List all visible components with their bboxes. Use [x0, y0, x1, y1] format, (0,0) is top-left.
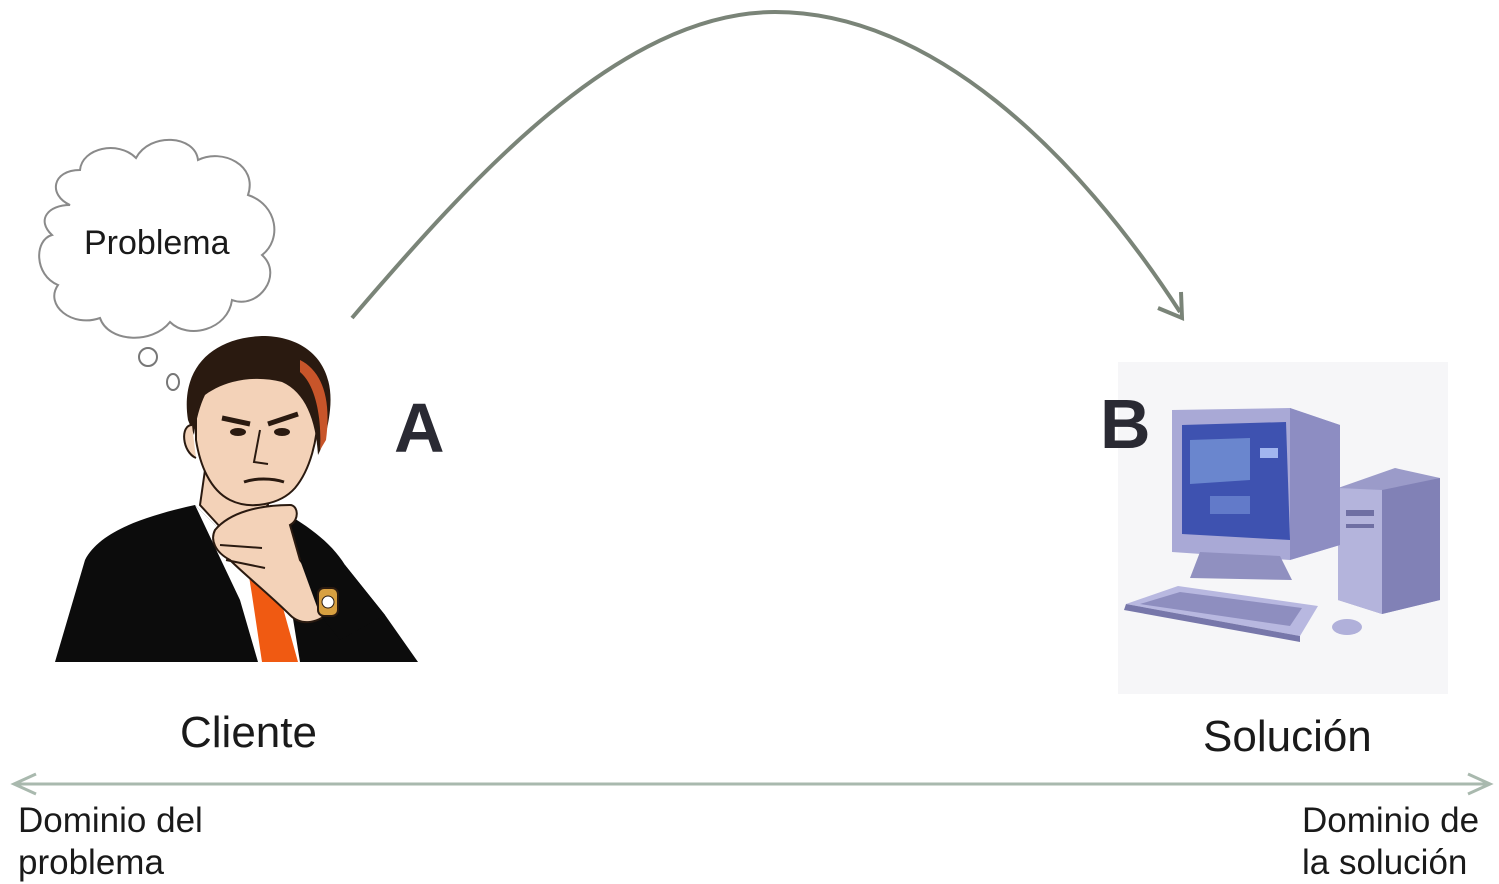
problem-domain-line-2: problema [18, 842, 203, 884]
solution-label: Solución [1203, 712, 1372, 762]
thinking-man-icon [55, 336, 418, 662]
solution-domain-label: Dominio de la solución [1302, 800, 1479, 884]
desktop-computer-icon [1118, 362, 1448, 694]
client-label: Cliente [180, 708, 317, 758]
domain-axis-arrow [14, 774, 1490, 794]
node-a-label: A [394, 388, 445, 468]
problem-domain-label: Dominio del problema [18, 800, 203, 884]
thought-bubble-text: Problema [84, 224, 230, 263]
problem-domain-line-1: Dominio del [18, 800, 203, 842]
transformation-arc-arrow [352, 12, 1182, 318]
node-b-label: B [1100, 384, 1151, 464]
solution-domain-line-2: la solución [1302, 842, 1479, 884]
solution-domain-line-1: Dominio de [1302, 800, 1479, 842]
